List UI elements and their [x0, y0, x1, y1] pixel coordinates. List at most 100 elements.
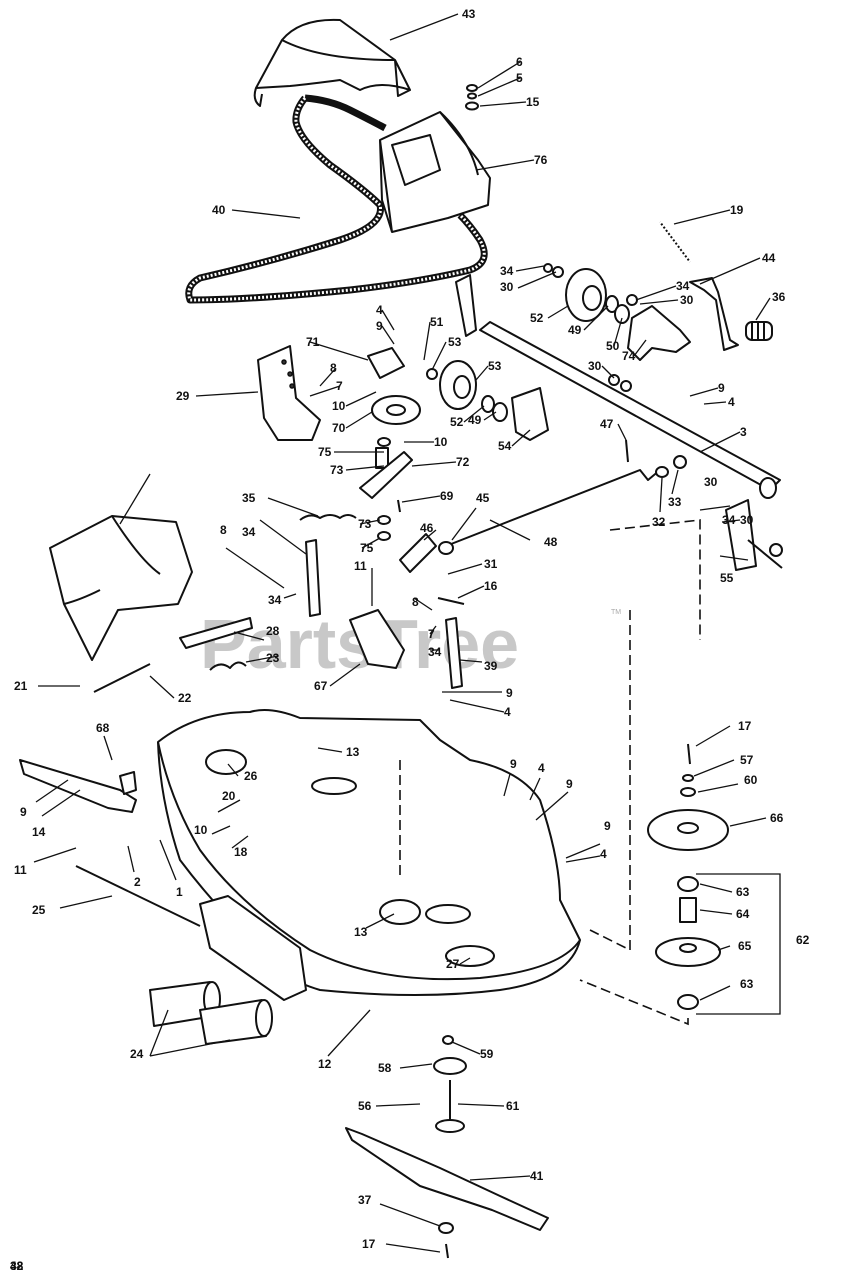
- spindle-assembly-62: [647, 809, 729, 1010]
- nut-30-a: [608, 374, 620, 386]
- callout-42: 42: [10, 1259, 24, 1273]
- bushing-50-upper: [614, 304, 630, 324]
- callout-53: 53: [488, 359, 502, 373]
- callout-61: 61: [506, 1099, 520, 1113]
- callout-44: 44: [762, 251, 776, 265]
- callout-49: 49: [468, 413, 482, 427]
- callout-4: 4: [600, 847, 607, 861]
- callout-25: 25: [32, 903, 46, 917]
- callout-30: 30: [704, 475, 718, 489]
- callout-34: 34: [676, 279, 690, 293]
- callout-59: 59: [480, 1047, 494, 1061]
- callout-73: 73: [330, 463, 344, 477]
- callout-30: 30: [500, 280, 514, 294]
- lift-handle-part: [689, 277, 739, 351]
- callout-54: 54: [498, 439, 512, 453]
- callout-30: 30: [588, 359, 602, 373]
- gauge-wheel-lower: [439, 360, 477, 410]
- callout-4: 4: [376, 303, 383, 317]
- callout-68: 68: [96, 721, 110, 735]
- callout-34: 34: [268, 593, 282, 607]
- callout-20: 20: [222, 789, 236, 803]
- bracket-29: [257, 345, 321, 441]
- callout-36: 36: [772, 290, 786, 304]
- callout-17: 17: [738, 719, 752, 733]
- callout-74: 74: [622, 349, 636, 363]
- callout-73: 73: [358, 517, 372, 531]
- callout-75: 75: [318, 445, 332, 459]
- callout-32: 32: [652, 515, 666, 529]
- bolt-17: [687, 743, 691, 765]
- callout-9: 9: [506, 686, 513, 700]
- callout-2: 2: [134, 875, 141, 889]
- callout-56: 56: [358, 1099, 372, 1113]
- washer-32: [655, 466, 669, 478]
- callout-62: 62: [796, 933, 810, 947]
- callout-39: 39: [484, 659, 498, 673]
- callout-13: 13: [346, 745, 360, 759]
- callout-34: 34: [428, 645, 442, 659]
- washer-75: [377, 531, 391, 541]
- callout-6: 6: [516, 55, 523, 69]
- callout-65: 65: [738, 939, 752, 953]
- link-38: [305, 539, 321, 617]
- idler-pulley-hub: [386, 404, 406, 416]
- callout-28: 28: [266, 624, 280, 638]
- callout-11: 11: [14, 863, 27, 877]
- callout-43: 43: [462, 7, 476, 21]
- callout-34: 34: [500, 264, 514, 278]
- washer-75-top: [377, 437, 391, 447]
- link-46: [399, 533, 437, 573]
- nut-45: [438, 541, 454, 555]
- callout-15: 15: [526, 95, 540, 109]
- bolt-16: [437, 597, 465, 605]
- callout-40: 40: [212, 203, 226, 217]
- callout-13: 13: [354, 925, 368, 939]
- callout-9: 9: [376, 319, 383, 333]
- wheel-bracket-74: [627, 305, 691, 361]
- bolt-69: [397, 499, 401, 513]
- nut-34-a: [626, 294, 638, 306]
- callout-49: 49: [568, 323, 582, 337]
- nut-30-b: [620, 380, 632, 392]
- callout-29: 29: [176, 389, 190, 403]
- callout-34: 34: [242, 525, 256, 539]
- spring-35: [299, 514, 357, 521]
- callout-26: 26: [244, 769, 258, 783]
- callout-8: 8: [330, 361, 337, 375]
- callout-55: 55: [720, 571, 734, 585]
- callout-7: 7: [336, 379, 343, 393]
- assembly-line-spindle: [579, 979, 689, 1026]
- callout-14: 14: [32, 825, 46, 839]
- callout-46: 46: [420, 521, 434, 535]
- pin-47: [625, 439, 629, 463]
- callout-8: 8: [412, 595, 419, 609]
- spacer-49-lower: [481, 395, 495, 413]
- washer-37: [438, 1222, 454, 1234]
- v-belt-part: [185, 94, 488, 304]
- callout-9: 9: [566, 777, 573, 791]
- callout-11: 11: [354, 559, 367, 573]
- adjusting-bracket-55: [725, 499, 783, 571]
- callout-9: 9: [718, 381, 725, 395]
- callout-51: 51: [430, 315, 444, 329]
- idler-bracket-71: [367, 347, 405, 379]
- spring-36-part: [745, 321, 773, 341]
- callout-70: 70: [332, 421, 346, 435]
- callout-21: 21: [14, 679, 28, 693]
- belt-guard-part: [253, 18, 411, 107]
- callout-10: 10: [332, 399, 346, 413]
- callout-1: 1: [176, 885, 183, 899]
- callout-38: 38: [10, 1259, 24, 1273]
- callout-71: 71: [306, 335, 320, 349]
- front-bracket-68-tab: [119, 771, 137, 795]
- callout-8: 8: [220, 523, 227, 537]
- callout-35: 35: [242, 491, 256, 505]
- callout-18: 18: [234, 845, 248, 859]
- washer-53c: [426, 368, 438, 380]
- idler-arm-72: [359, 451, 413, 499]
- callout-41: 41: [530, 1169, 544, 1183]
